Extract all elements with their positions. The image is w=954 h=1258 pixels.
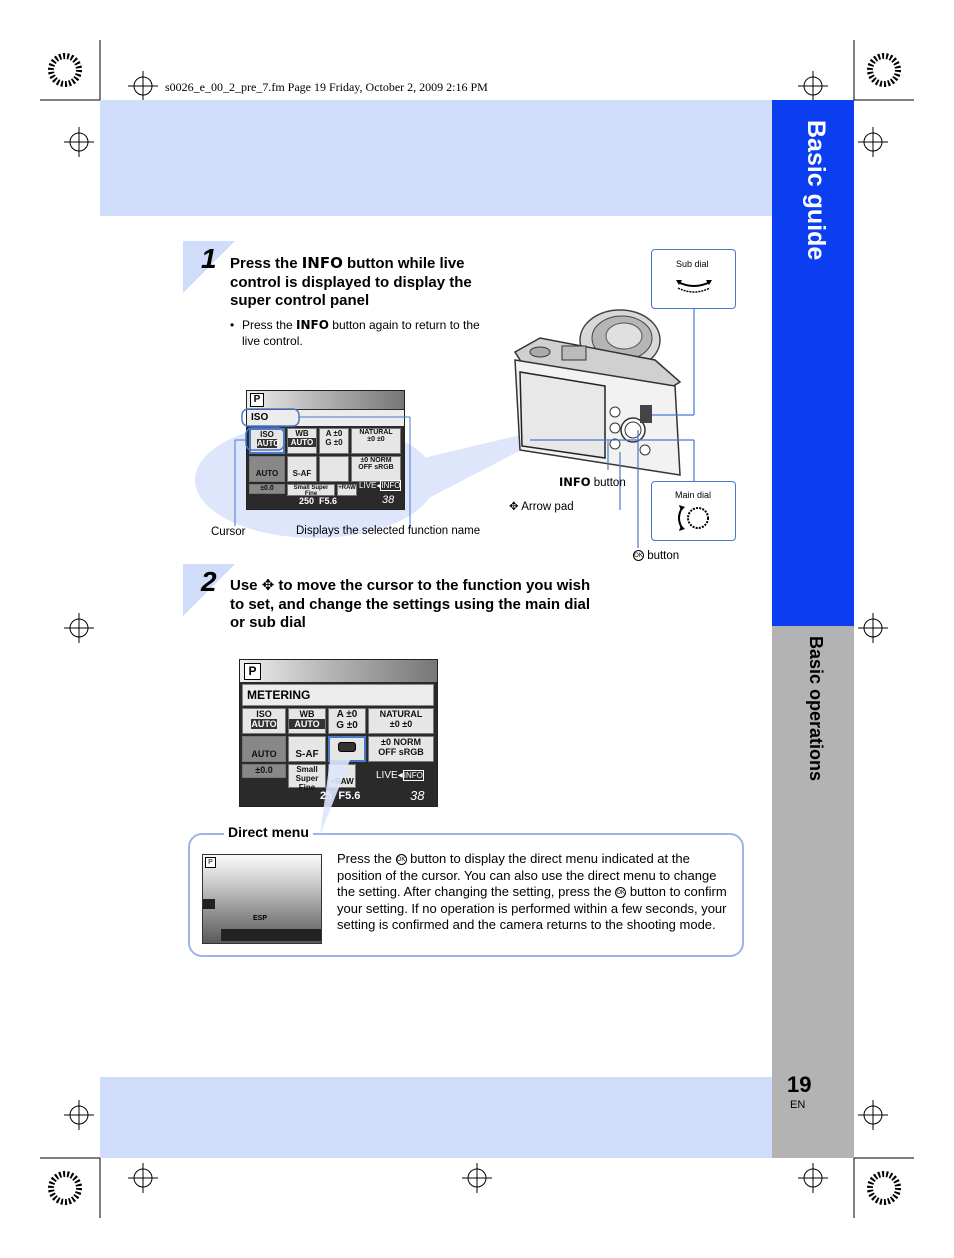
lcd2-pointer [320, 760, 350, 835]
step-2-title: Use ✥ to move the cursor to the function… [230, 577, 591, 631]
direct-menu-screen: P ESP [202, 854, 322, 944]
bottom-band [100, 1077, 772, 1158]
flash-cell: AUTO [242, 736, 286, 762]
top-band [100, 100, 772, 216]
step-2-marker: 2 [183, 564, 235, 616]
info-button-label: INFO button [559, 475, 626, 489]
arrow-pad-icon: ✥ [261, 577, 275, 594]
function-name-label: Displays the selected function name [296, 525, 481, 537]
tab-basic-guide-label: Basic guide [802, 120, 830, 261]
main-dial-label: Main dial [675, 490, 712, 500]
ok-icon: OK [615, 887, 627, 899]
live-info-label: LIVE◂INFO [376, 770, 424, 781]
picture-mode-cell: NATURAL±0 ±0 [351, 428, 401, 454]
af-mode-cell: S-AF [288, 736, 326, 762]
tab-basic-operations[interactable]: Basic operations [772, 626, 854, 1158]
lcd1-callouts [234, 408, 411, 528]
page-number: 19 [787, 1072, 812, 1097]
tab-basic-guide[interactable]: Basic guide [772, 100, 854, 626]
metering-options-bar [221, 929, 321, 941]
file-info-header: s0026_e_00_2_pre_7.fm Page 19 Friday, Oc… [165, 80, 488, 94]
function-name-display: ISO [247, 410, 404, 426]
live-info-label: LIVE◂INFO [359, 480, 402, 491]
direct-menu-title: Direct menu [224, 824, 313, 840]
ok-button-label: OK button [633, 550, 680, 562]
metering-option-label: ESP [253, 915, 268, 922]
sub-dial-icon [676, 280, 712, 293]
flash-comp-cell: ±0.0 [249, 484, 285, 494]
camera-leader-lines [530, 309, 695, 548]
step-1-number: 1 [201, 243, 217, 274]
step-1-marker: 1 [183, 241, 235, 293]
cursor-label: Cursor [211, 526, 246, 538]
function-name-display: METERING [242, 684, 434, 706]
shots-remaining: 38 [382, 494, 395, 506]
sub-dial-callout: Sub dial [651, 249, 736, 309]
ok-icon: OK [395, 854, 407, 866]
sub-dial-label: Sub dial [676, 259, 709, 269]
step-2-number: 2 [201, 566, 217, 597]
metering-cell [319, 456, 349, 482]
step-1-title: Press the INFO button while live control… [230, 254, 472, 309]
main-dial-icon [678, 505, 709, 531]
flash-comp-cell: ±0.0 [242, 764, 286, 778]
tab-basic-operations-label: Basic operations [806, 636, 826, 782]
flash-cell: AUTO [249, 456, 285, 482]
arrow-pad-icon: ✥ [509, 501, 519, 513]
step-1-bullet: • Press the INFO button again to return … [230, 318, 480, 348]
ok-icon: OK [633, 550, 644, 562]
raw-cell: +RAW [337, 484, 357, 496]
arrow-pad-label: ✥ Arrow pad [509, 501, 574, 513]
direct-menu-text: Press the OK button to display the direc… [337, 851, 727, 932]
mode-indicator: P [250, 393, 264, 407]
main-dial-callout: Main dial [651, 481, 736, 541]
direct-menu-box [188, 833, 744, 957]
mode-indicator: P [205, 857, 216, 868]
af-mode-cell: S-AF [287, 456, 317, 482]
record-mode-cell: Small Super Fine [287, 484, 335, 497]
shutter-aperture: 250 F5.6 [299, 496, 338, 506]
mode-indicator: P [244, 663, 261, 680]
page-lang: EN [790, 1099, 806, 1111]
camera-illustration [513, 309, 682, 476]
shots-remaining: 38 [410, 788, 425, 803]
picture-mode-cell: NATURAL±0 ±0 [368, 708, 434, 734]
